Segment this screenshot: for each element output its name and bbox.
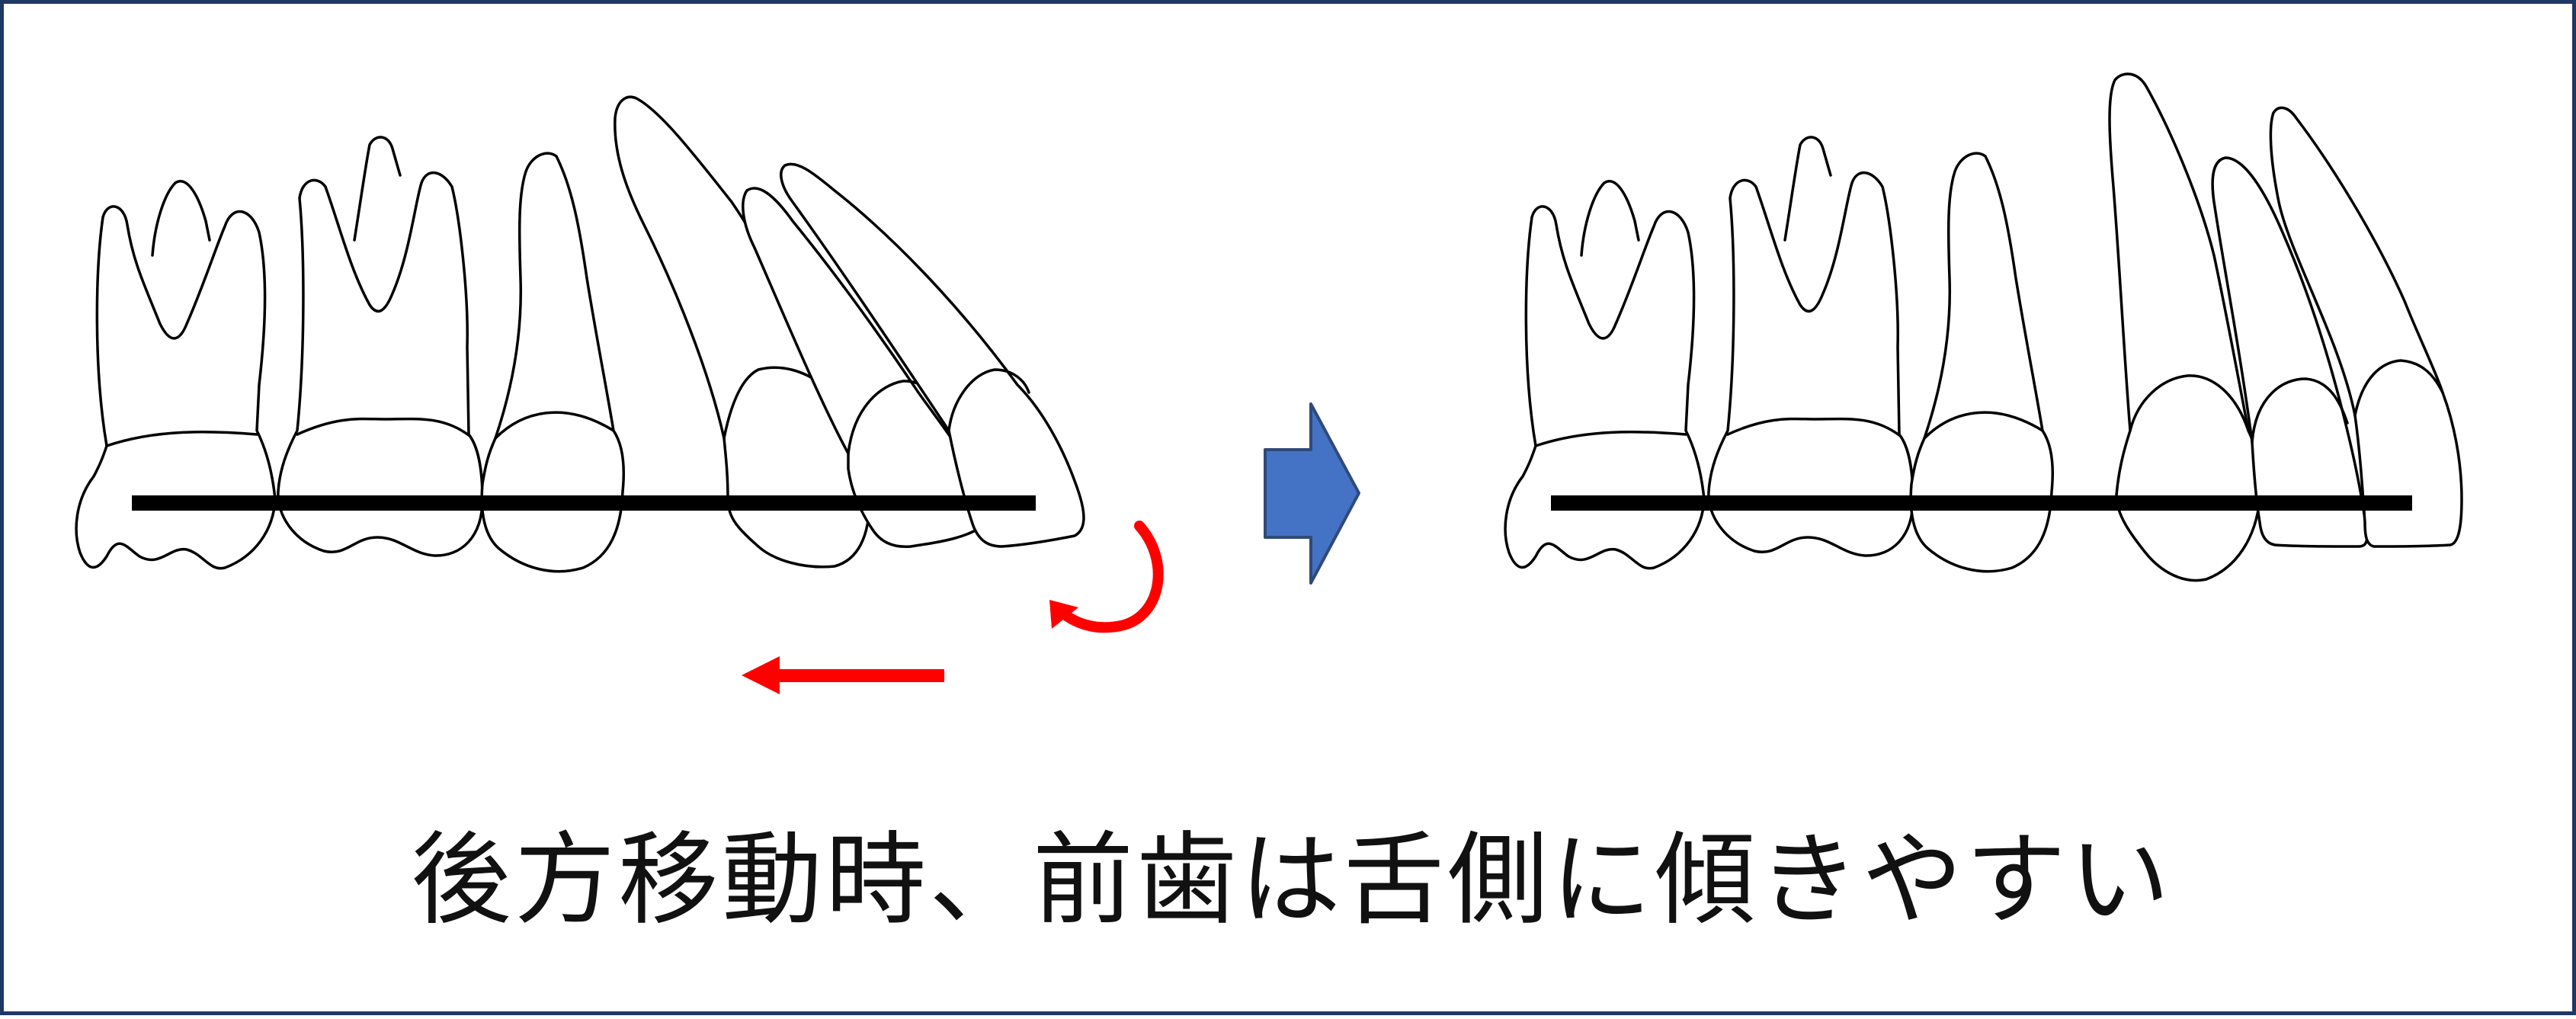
lateral-incisor-after	[2211, 156, 2369, 548]
molar-1-before	[75, 180, 277, 570]
molar-2-before	[277, 136, 484, 557]
central-incisor-after	[2269, 106, 2463, 548]
after-teeth	[1504, 72, 2463, 582]
occlusal-line-after	[1551, 495, 2412, 511]
molar-1-after	[1504, 180, 1706, 570]
premolar-1-after	[1909, 152, 2054, 573]
occlusal-line-before	[132, 495, 1036, 511]
before-teeth	[75, 95, 1085, 573]
dental-diagram	[75, 72, 2463, 694]
premolar-1-before	[480, 152, 625, 573]
caption-text: 後方移動時、前歯は舌側に傾きやすい	[411, 822, 2173, 939]
central-incisor-before	[780, 162, 1085, 548]
tipping-arrow-icon	[1049, 521, 1164, 633]
molar-2-after	[1707, 136, 1914, 557]
distal-movement-arrow-icon	[742, 656, 944, 694]
premolar-2-after	[2108, 72, 2262, 582]
transition-arrow-icon	[1264, 402, 1360, 585]
